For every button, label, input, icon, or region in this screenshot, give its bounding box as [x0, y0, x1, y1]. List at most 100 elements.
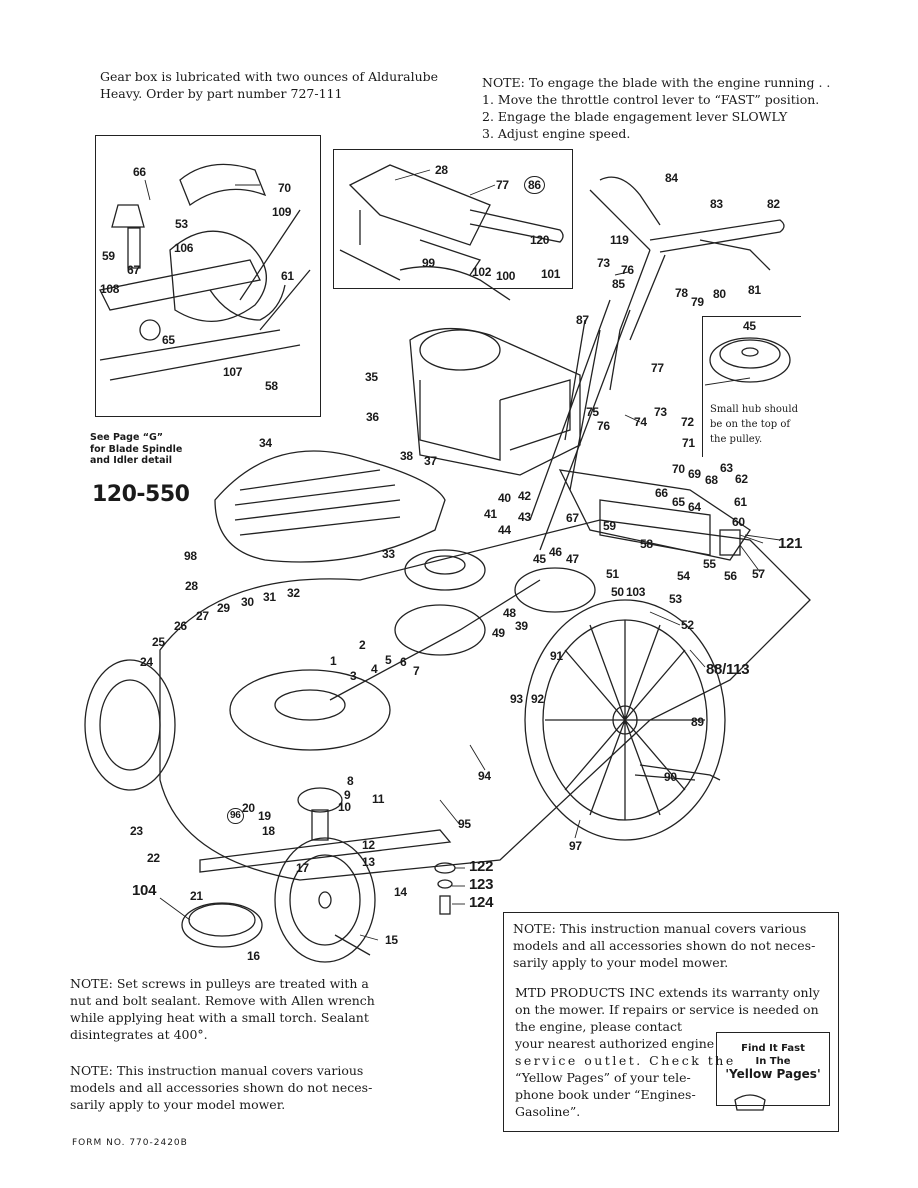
part-label: 95 — [458, 817, 471, 831]
part-label: 43 — [518, 510, 531, 524]
part-label: 53 — [175, 217, 188, 231]
part-label: 45 — [533, 552, 546, 566]
part-label: 26 — [174, 619, 187, 633]
part-label: 90 — [664, 770, 677, 784]
inset-gearbox-frame — [95, 135, 321, 417]
part-label: 19 — [258, 809, 271, 823]
part-label: 49 — [492, 626, 505, 640]
part-label-circled: 96 — [227, 808, 244, 824]
part-label: 11 — [372, 792, 385, 806]
part-label: 108 — [100, 282, 120, 296]
part-label: 51 — [606, 567, 619, 581]
telephone-icon — [734, 1096, 764, 1116]
part-label: 107 — [223, 365, 243, 379]
note-line: be on the top of — [710, 419, 791, 430]
part-label: 67 — [566, 511, 579, 525]
part-label: 80 — [713, 287, 726, 301]
note-line: sarily apply to your model mower. — [70, 1097, 286, 1112]
part-label: 102 — [472, 265, 492, 279]
part-label: 62 — [735, 472, 748, 486]
note-line: NOTE: Set screws in pulleys are treated … — [70, 976, 369, 991]
part-label: 92 — [531, 692, 544, 706]
part-label: 89 — [691, 715, 704, 729]
part-label: 33 — [382, 547, 395, 561]
manual-coverage-note-right: NOTE: This instruction manual covers var… — [513, 920, 831, 971]
part-label: 23 — [130, 824, 143, 838]
part-label: 98 — [184, 549, 197, 563]
part-label: 24 — [140, 655, 153, 669]
part-label: 70 — [672, 462, 685, 476]
part-label: 63 — [720, 461, 733, 475]
part-label: 77 — [496, 178, 509, 192]
note-line: 1. Move the throttle control lever to “F… — [482, 92, 820, 107]
note-line: while applying heat with a small torch. … — [70, 1010, 369, 1025]
part-label: 30 — [241, 595, 254, 609]
note-line: for Blade Spindle — [90, 443, 183, 455]
part-label: 55 — [703, 557, 716, 571]
part-label: 73 — [654, 405, 667, 419]
part-label: 45 — [743, 319, 756, 333]
part-label: 123 — [469, 876, 494, 893]
part-label: 47 — [566, 552, 579, 566]
part-label: 104 — [132, 882, 157, 899]
note-line: the pulley. — [710, 434, 763, 445]
note-line: models and all accessories shown do not … — [70, 1080, 373, 1095]
part-label: 50 — [611, 585, 624, 599]
part-label: 25 — [152, 635, 165, 649]
note-line: the engine, please contact — [515, 1019, 682, 1034]
part-label: 93 — [510, 692, 523, 706]
part-label: 42 — [518, 489, 531, 503]
part-label: 46 — [549, 545, 562, 559]
note-line: NOTE: To engage the blade with the engin… — [482, 75, 831, 90]
note-line: Gasoline”. — [515, 1104, 581, 1119]
note-line: Gear box is lubricated with two ounces o… — [100, 69, 439, 84]
part-label: 41 — [484, 507, 497, 521]
part-label: 27 — [196, 609, 209, 623]
part-label: 87 — [576, 313, 589, 327]
part-label: 56 — [724, 569, 737, 583]
part-label: 3 — [350, 669, 357, 683]
note-line: In The — [755, 1056, 791, 1067]
model-number: 120-550 — [92, 482, 190, 507]
part-label: 97 — [569, 839, 582, 853]
part-label: 76 — [597, 419, 610, 433]
part-label: 119 — [610, 233, 629, 247]
note-line: 3. Adjust engine speed. — [482, 126, 631, 141]
part-label: 22 — [147, 851, 160, 865]
small-hub-note: Small hub should be on the top of the pu… — [710, 402, 798, 447]
note-line: NOTE: This instruction manual covers var… — [70, 1063, 364, 1078]
part-label: 4 — [371, 662, 378, 676]
blade-engage-note: NOTE: To engage the blade with the engin… — [482, 74, 842, 142]
note-line: 'Yellow Pages' — [725, 1067, 821, 1081]
part-label: 2 — [359, 638, 366, 652]
part-label: 103 — [626, 585, 646, 599]
note-line: Find It Fast — [741, 1043, 805, 1054]
note-line: See Page “G” — [90, 432, 163, 443]
part-label: 28 — [185, 579, 198, 593]
part-label: 71 — [682, 436, 695, 450]
part-label: 40 — [498, 491, 511, 505]
part-label: 29 — [217, 601, 230, 615]
part-label: 88/113 — [706, 661, 750, 678]
part-label: 52 — [681, 618, 694, 632]
part-label: 10 — [338, 800, 351, 814]
part-label: 20 — [242, 801, 255, 815]
part-label: 17 — [296, 861, 309, 875]
part-label: 82 — [767, 197, 780, 211]
part-label: 7 — [413, 664, 420, 678]
warranty-box — [503, 912, 839, 1132]
part-label: 32 — [287, 586, 300, 600]
part-label: 85 — [612, 277, 625, 291]
part-label: 67 — [127, 263, 140, 277]
part-label: 65 — [672, 495, 685, 509]
part-label: 12 — [362, 838, 375, 852]
part-label: 38 — [400, 449, 413, 463]
part-label: 6 — [400, 655, 407, 669]
note-line: sarily apply to your model mower. — [513, 955, 729, 970]
note-line: disintegrates at 400°. — [70, 1027, 208, 1042]
part-label: 94 — [478, 769, 491, 783]
note-line: 2. Engage the blade engagement lever SLO… — [482, 109, 788, 124]
part-label: 35 — [365, 370, 378, 384]
part-label: 48 — [503, 606, 516, 620]
part-label: 77 — [651, 361, 664, 375]
